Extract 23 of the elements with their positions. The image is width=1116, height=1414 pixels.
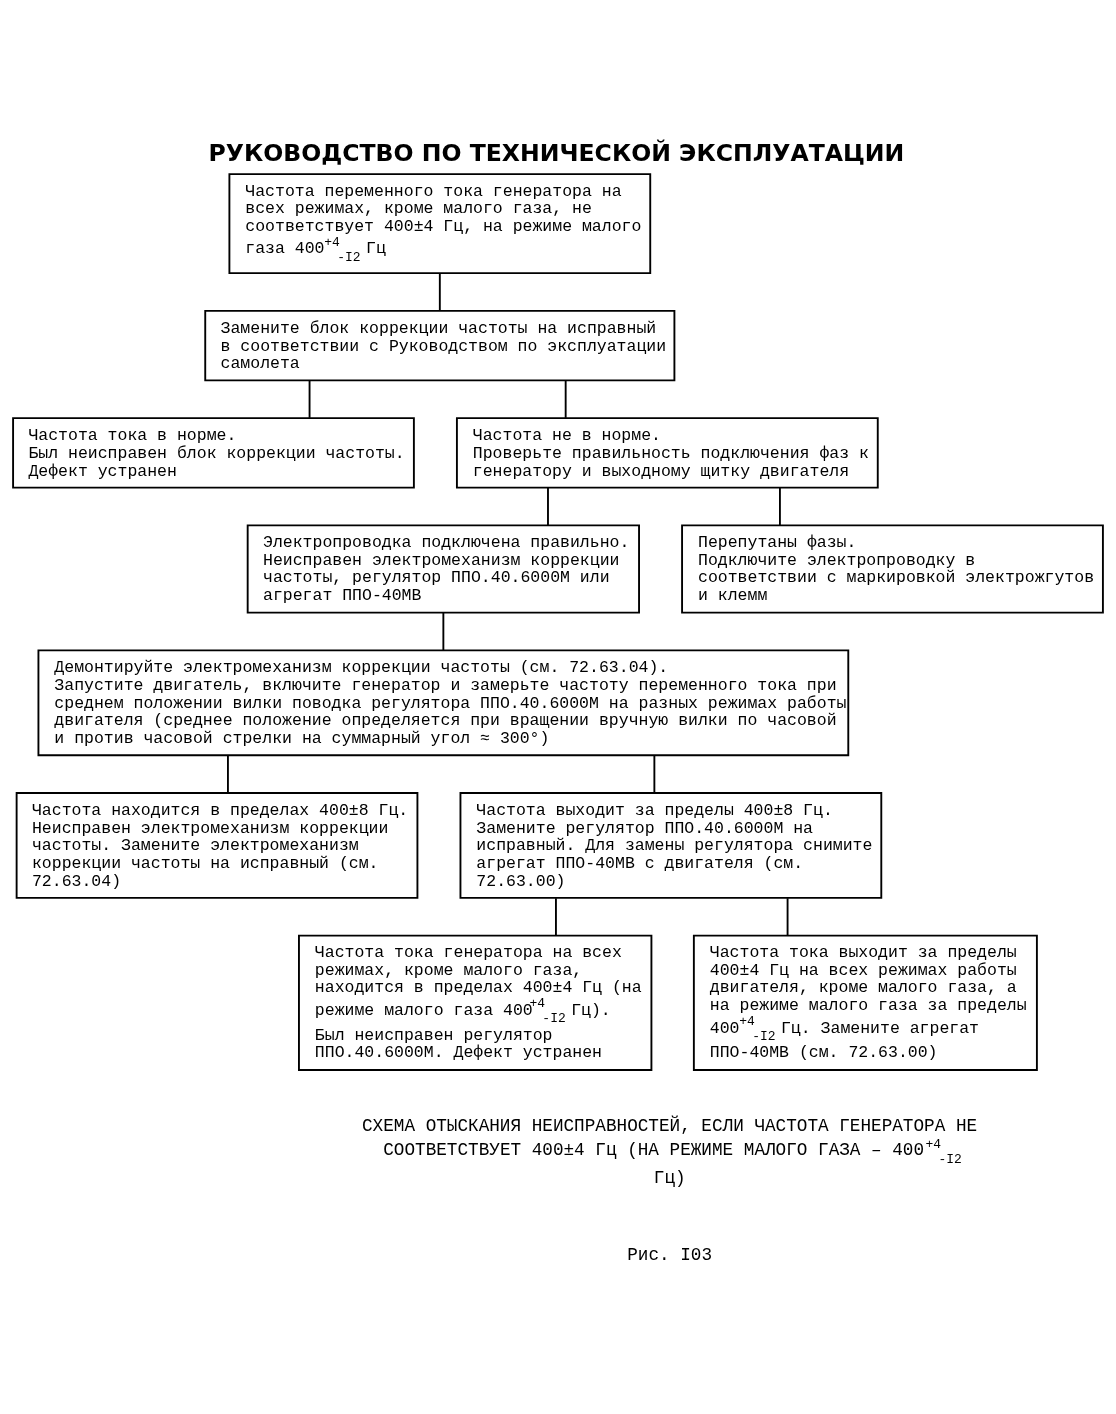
connector [442, 611, 445, 651]
connector [778, 486, 781, 526]
connector [227, 754, 229, 794]
diagram-title: РУКОВОДСТВО ПО ТЕХНИЧЕСКОЙ ЭКСПЛУАТАЦИИ [208, 138, 905, 167]
connector [308, 379, 311, 419]
node-box: Частота выходит за пределы 400±8 Гц. Замените регулятор ППО.40.6000М на исправный. Для замены регулятора снимите агрегат ППО-40МВ с двигателя (см. 72.63.00) [459, 791, 883, 899]
node-box: Частота тока в норме. Был неисправен блок коррекции частоты. Дефект устранен [12, 416, 415, 489]
node-box: Частота переменного тока генератора на всех режимах, кроме малого газа, не соответствует 400±4 Гц, на режиме малого газа 400$^{+4}$$_{-I2}$ Гц [228, 172, 652, 274]
node-box: Перепутаны фазы. Подключите электропроводку в соответствии с маркировкой электрожгутов и клемм [681, 523, 1104, 614]
node-box: Частота тока генератора на всех режимах, кроме малого газа, находится в пределах 400±4 Гц (на режиме малого газа 400$^{+4}$$_{-I2}$ Гц). Был неисправен регулятор ППО.40.6000М. Дефект устранен [298, 934, 653, 1071]
connector [555, 896, 557, 936]
connector [547, 486, 549, 526]
connector [653, 754, 656, 794]
node-box: Демонтируйте электромеханизм коррекции частоты (см. 72.63.04). Запустите двигатель, включите генератор и замерьте частоту переменного тока при среднем положении вилки поводка регулятора ППО.40.6000М на разных режимах работы двигателя (среднее положение определяется при вращении вручную вилки по часовой и против часовой стрелки на суммарный угол ≈ 300°) [37, 648, 850, 756]
node-box: Частота находится в пределах 400±8 Гц. Неисправен электромеханизм коррекции частоты. Замените электромеханизм коррекции частоты на исправный (см. 72.63.04) [15, 791, 419, 899]
node-box: Частота не в норме. Проверьте правильность подключения фаз к генератору и выходному щитку двигателя [455, 416, 879, 489]
label: Рис. I03 [627, 1244, 713, 1265]
node-box: Электропроводка подключена правильно. Неисправен электромеханизм коррекции частоты, регулятор ППО.40.6000М или агрегат ППО-40МВ [246, 523, 640, 614]
connector [564, 379, 567, 419]
connector [786, 896, 789, 936]
node-box: Замените блок коррекции частоты на исправный в соответствии с Руководством по эксплуатации самолета [204, 309, 676, 381]
node-box: Частота тока выходит за пределы 400±4 Гц на всех режимах работы двигателя, кроме малого газа, а на режиме малого газа за пределы 400$^{+4}$$_{-I2}$ Гц. Замените агрегат ППО-40МВ (см. 72.63.00) [692, 934, 1038, 1071]
connector [438, 271, 441, 312]
